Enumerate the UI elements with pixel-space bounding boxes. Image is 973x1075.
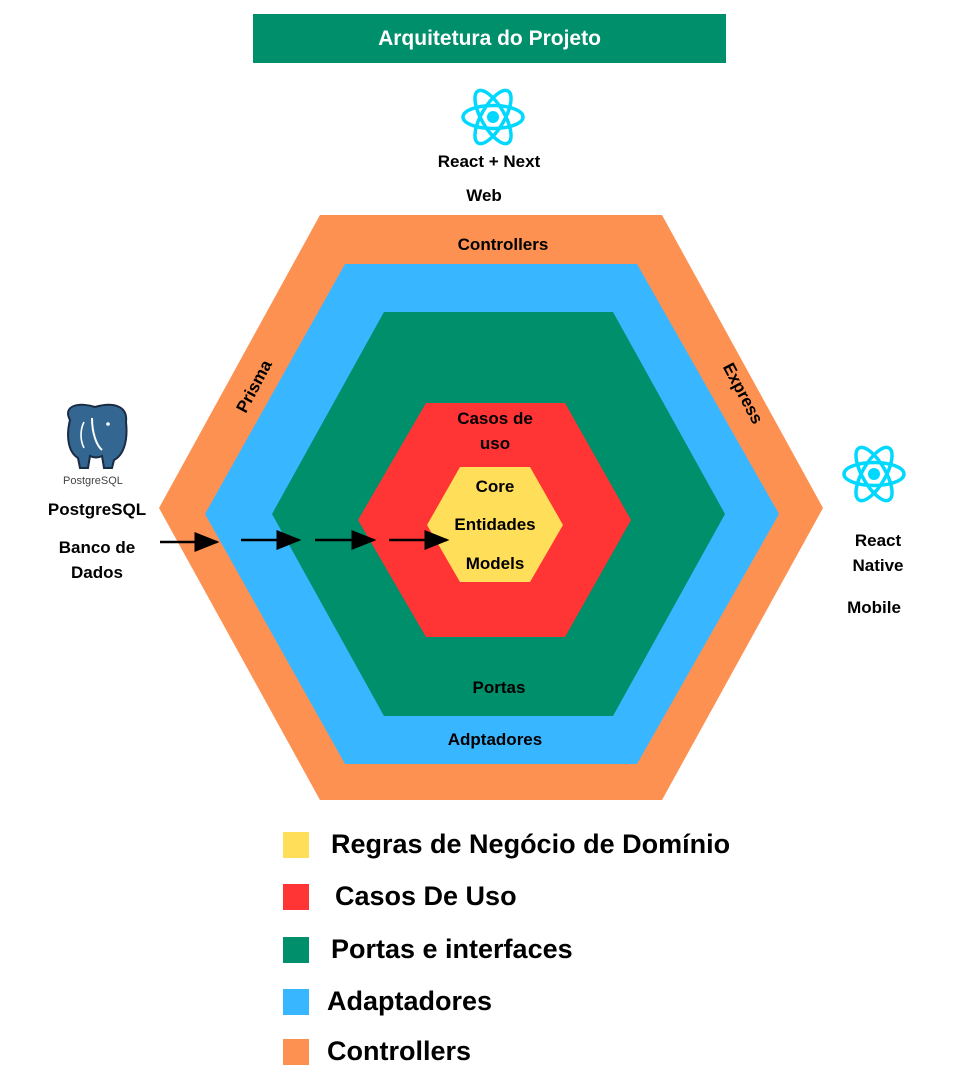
legend-item: Portas e interfaces [283,934,573,965]
layer-label-adaptadores: Adptadores [447,730,543,749]
postgresql-elephant-icon: PostgreSQL [63,403,128,487]
legend-item: Regras de Negócio de Domínio [283,829,730,860]
web-client-platform: Web [466,186,502,205]
react-icon [461,88,525,146]
layer-label-portas: Portas [472,678,526,697]
web-client-name: React + Next [437,152,541,171]
legend-swatch-casos-de-uso [283,883,309,910]
legend-label: Portas e interfaces [331,934,573,964]
diagram-title: Arquitetura do Projeto [253,14,726,63]
postgresql-logo-text: PostgreSQL [63,475,123,487]
legend-label: Adaptadores [327,986,493,1016]
mobile-client-name-line2: Native [852,556,904,575]
layer-label-controllers: Controllers [457,235,549,254]
legend-item: Controllers [283,1036,471,1067]
layer-label-entidades: Entidades [454,515,536,534]
database-desc-line2: Dados [71,563,123,582]
flow-arrows [160,530,450,552]
mobile-client-name-line1: React [854,531,902,550]
legend-swatch-portas [283,936,309,963]
react-icon [842,445,906,503]
core-layer [427,467,563,582]
database-name: PostgreSQL [47,500,147,519]
mobile-client-platform: Mobile [847,598,901,617]
legend-label: Regras de Negócio de Domínio [331,829,731,859]
legend-swatch-core [283,831,309,858]
legend-label: Casos De Uso [335,881,517,911]
database-desc-line1: Banco de [58,538,136,557]
layer-label-casos-line2: uso [479,434,511,453]
legend-swatch-adaptadores [283,988,309,1015]
layer-label-casos-line1: Casos de [457,409,533,428]
legend-label: Controllers [327,1036,472,1066]
layer-label-core: Core [475,477,515,496]
legend-swatch-controllers [283,1038,309,1065]
legend-item: Casos De Uso [283,881,517,912]
layer-label-models: Models [465,554,525,573]
legend-item: Adaptadores [283,986,492,1017]
